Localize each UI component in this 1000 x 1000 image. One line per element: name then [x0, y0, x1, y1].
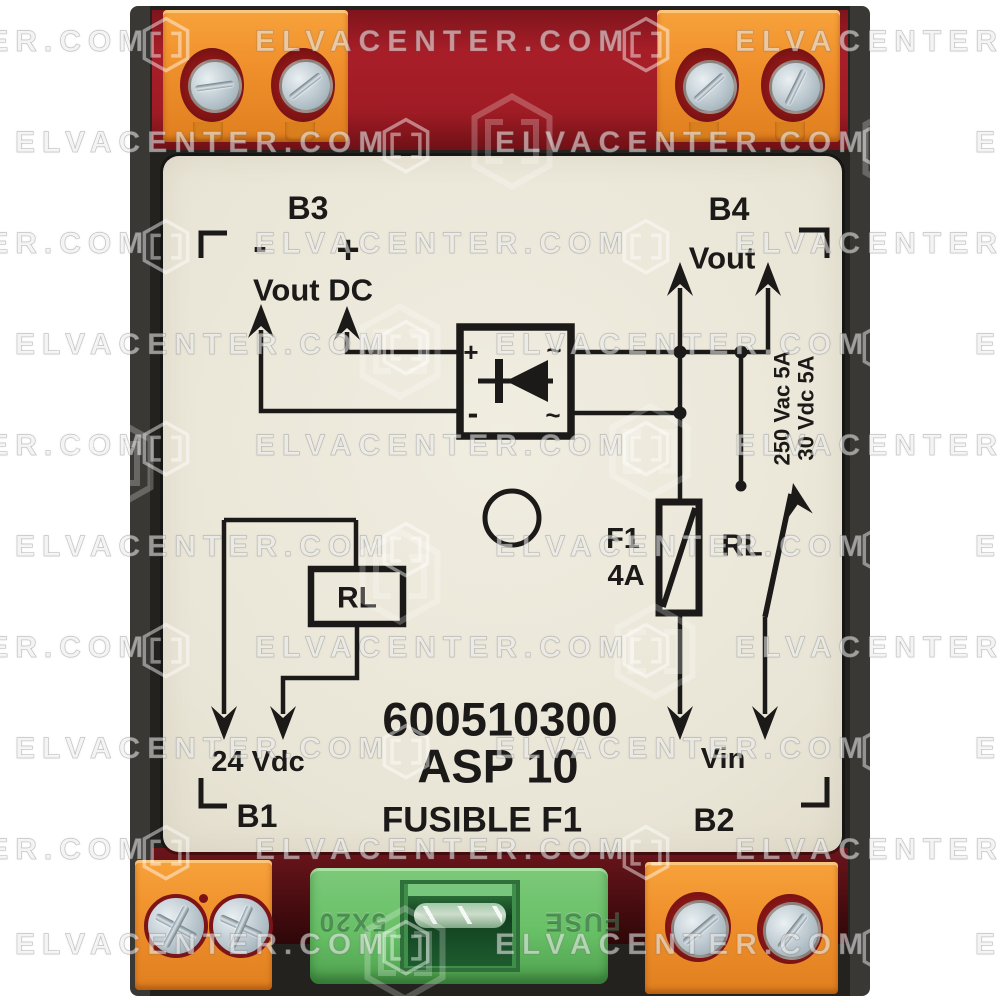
screw-b2-2 — [763, 902, 821, 960]
screw-b3-1 — [188, 59, 242, 113]
embossed-fuse-text: FUSE — [543, 907, 621, 938]
watermark-text: ELVACENTER.COM — [975, 928, 1000, 962]
elvacenter-logo-icon — [858, 99, 948, 203]
watermark-text: ELVACENTER.COM — [975, 328, 1000, 362]
watermark-text: ELVACENTER.COM — [0, 429, 151, 463]
watermark-text: ELVACENTER.COM — [975, 530, 1000, 564]
screw-b1-1 — [144, 894, 208, 958]
watermark-text: ELVACENTER.COM — [0, 227, 151, 261]
terminal-tab — [689, 122, 719, 142]
terminal-tab — [775, 122, 805, 142]
watermark-text: ELVACENTER.COM — [975, 126, 1000, 160]
screw-b1-2 — [209, 894, 273, 958]
screw-b3-2 — [279, 59, 333, 113]
watermark-text: ELVACENTER.COM — [0, 833, 151, 867]
fuse-window-rim — [408, 884, 512, 896]
screw-b4-1 — [683, 60, 737, 114]
terminal-tab — [193, 122, 223, 142]
terminal-tab — [285, 122, 315, 142]
mold-dot — [199, 894, 208, 903]
embossed-size-text: 5X20 — [317, 907, 387, 938]
fuse-glint — [418, 906, 502, 924]
watermark-text: ELVACENTER.COM — [0, 25, 151, 59]
screw-b2-1 — [671, 900, 729, 958]
screw-b4-2 — [769, 60, 823, 114]
schematic-label — [163, 156, 842, 852]
watermark-text: ELVACENTER.COM — [975, 732, 1000, 766]
watermark-text: ELVACENTER.COM — [0, 631, 151, 665]
